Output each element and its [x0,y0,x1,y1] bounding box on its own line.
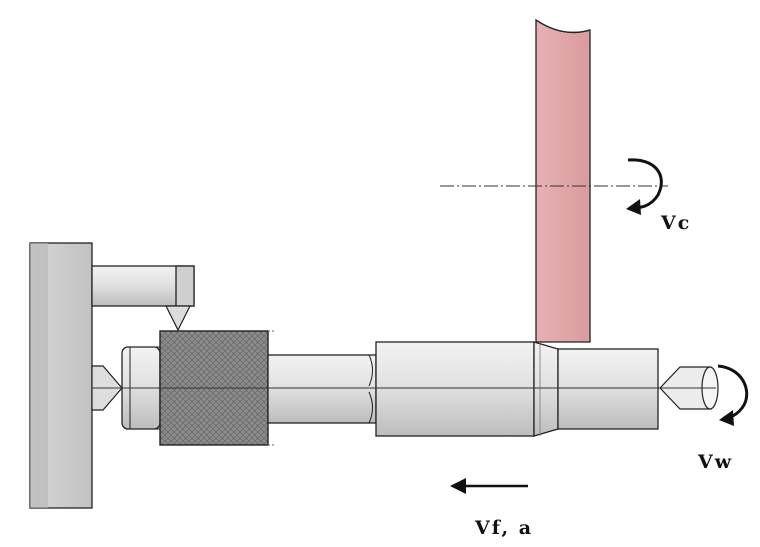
feed-arrow-icon [450,478,528,494]
workpiece-speed-label: Vw [698,451,734,473]
rotation-wheel-icon [626,158,663,215]
faceplate [29,242,93,509]
rotation-workpiece-icon [717,364,749,426]
cutting-speed-label: Vc [661,212,692,234]
workpiece [267,341,659,437]
lathe-dog-arm [91,265,195,332]
feed-depth-label: Vf, a [475,517,534,539]
grinding-wheel [535,18,591,343]
